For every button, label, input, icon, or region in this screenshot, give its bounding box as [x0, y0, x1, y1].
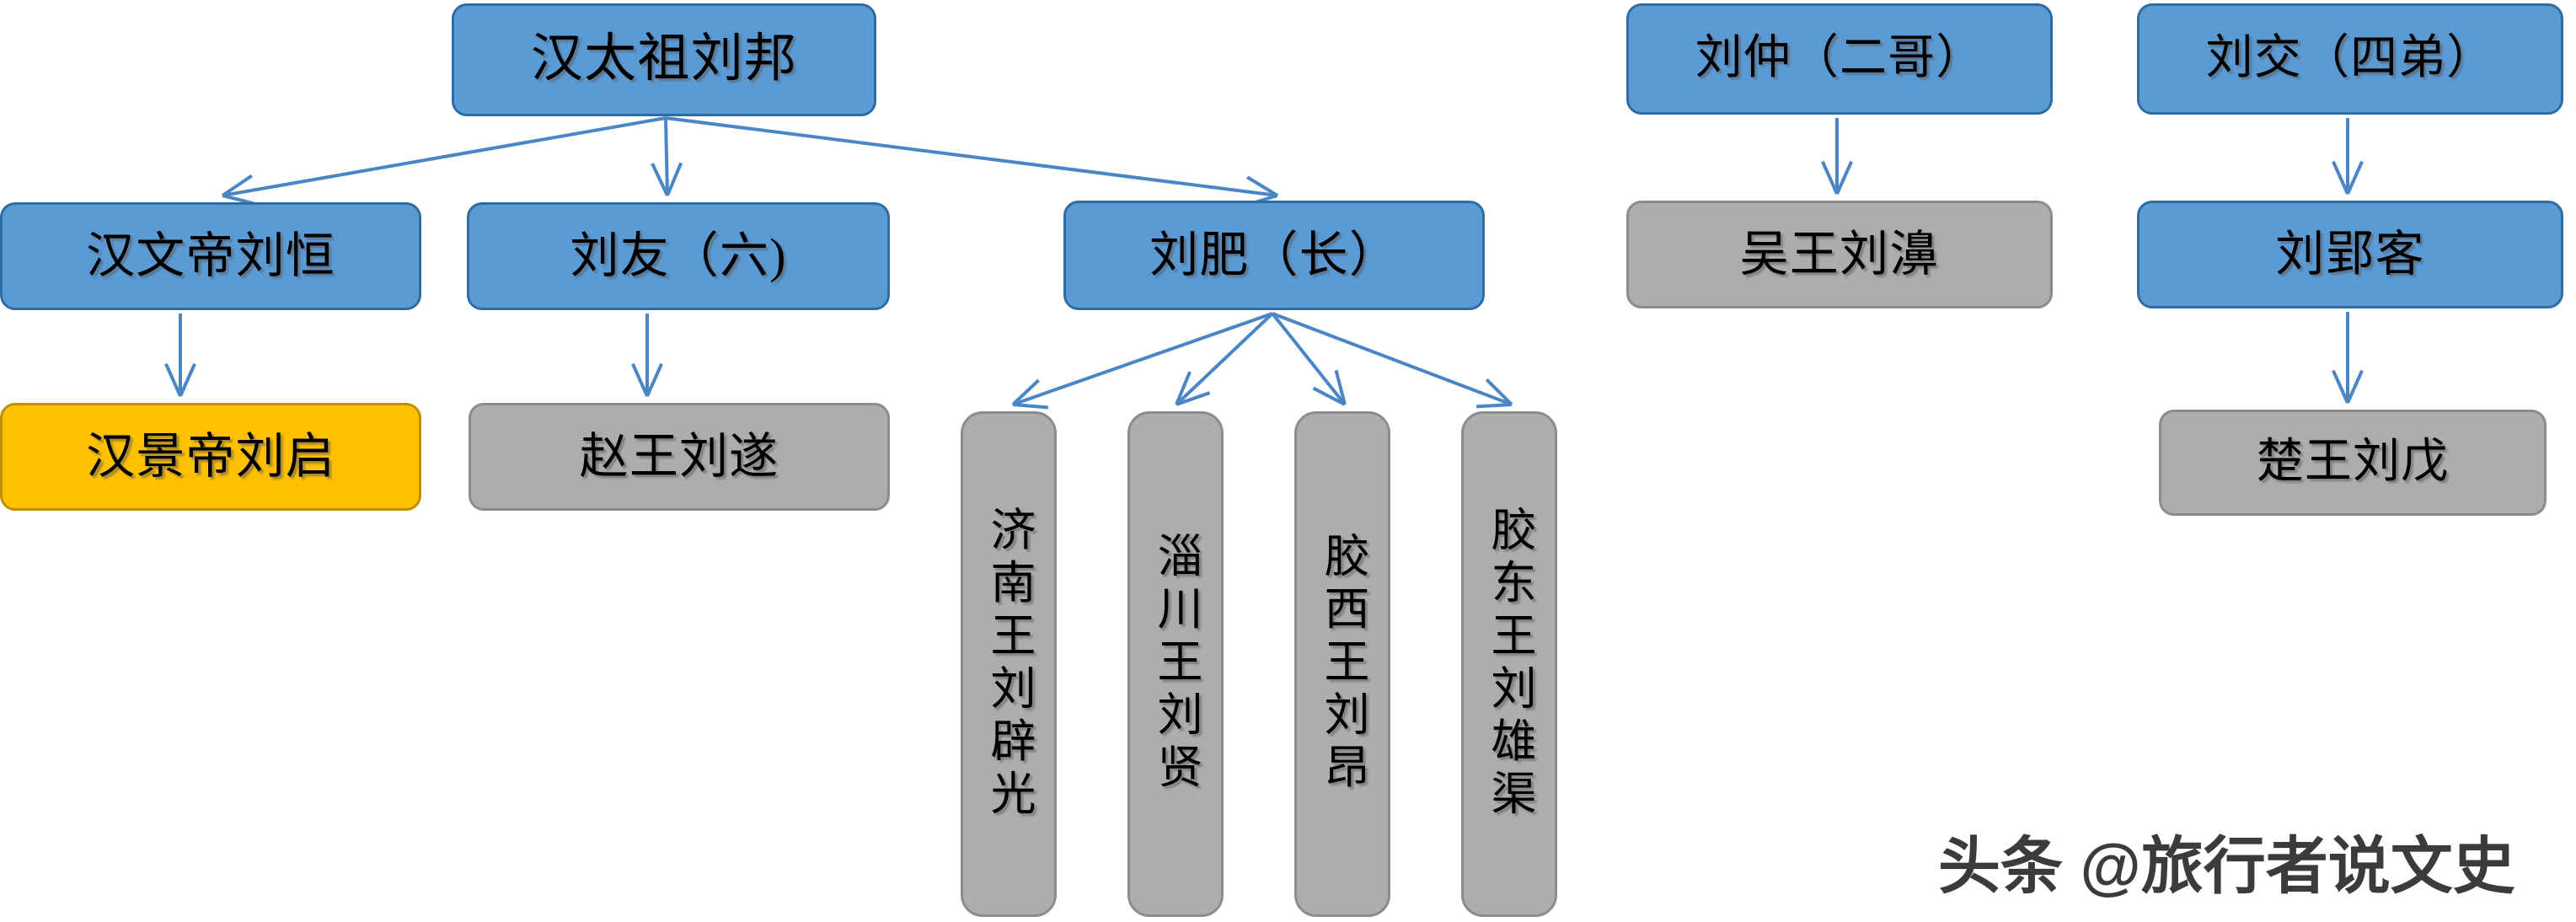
node-liubang[interactable]: 汉太祖刘邦 — [452, 3, 876, 116]
edge-liubang-liuheng — [221, 116, 667, 206]
node-liufei[interactable]: 刘肥（长） — [1063, 201, 1485, 310]
arrowhead-barb-0 — [645, 362, 663, 397]
edge-liufei-jinanwang — [1011, 312, 1273, 410]
node-liusui[interactable]: 赵王刘遂 — [469, 403, 890, 511]
arrowhead-barb-0 — [179, 362, 196, 397]
arrowhead-barb-0 — [1334, 369, 1347, 405]
arrowhead-barb-1 — [221, 174, 253, 197]
node-label-liufei: 刘肥（长） — [1149, 228, 1399, 283]
edge-liuyou-liusui — [631, 314, 663, 397]
node-label-liubang: 汉太祖刘邦 — [530, 30, 798, 88]
node-label-wuwang: 吴王刘濞 — [1739, 227, 1940, 282]
node-label-zichuanwang: 淄川王刘贤 — [1150, 532, 1201, 796]
edge-liujiao-liuyingke — [2332, 118, 2364, 195]
edge-liubang-liufei — [665, 116, 1279, 208]
arrowhead-barb-0 — [1835, 160, 1853, 195]
arrowhead-barb-1 — [2332, 160, 2349, 195]
edge-liufei-jiaoxiwang — [1271, 312, 1347, 406]
arrowhead-barb-1 — [1821, 160, 1839, 195]
node-label-liuyingke: 刘郢客 — [2275, 227, 2425, 282]
node-chuwang[interactable]: 楚王刘戊 — [2159, 410, 2547, 516]
node-label-liuqi: 汉景帝刘启 — [86, 429, 335, 485]
arrowhead-barb-0 — [2346, 160, 2364, 195]
arrowhead-barb-1 — [651, 163, 669, 196]
node-label-liuzhong: 刘仲（二哥） — [1695, 32, 1984, 85]
edge-liuzhong-wuwang — [1821, 118, 1853, 195]
node-label-jiaoxiwang: 胶西王刘昂 — [1317, 532, 1368, 796]
edge-liuheng-liuqi — [164, 314, 196, 397]
node-liuheng[interactable]: 汉文帝刘恒 — [0, 202, 421, 310]
node-label-liusui: 赵王刘遂 — [579, 429, 779, 485]
arrowhead-barb-0 — [1485, 378, 1513, 406]
arrowhead-barb-0 — [1012, 403, 1049, 410]
node-jiaoxiwang[interactable]: 胶西王刘昂 — [1294, 411, 1390, 917]
node-label-chuwang: 楚王刘戊 — [2256, 436, 2450, 489]
edge-liubang-liuyou — [651, 117, 683, 196]
arrowhead-barb-1 — [631, 362, 649, 397]
arrowhead-barb-1 — [1011, 378, 1040, 406]
node-label-jinanwang: 济南王刘辟光 — [983, 506, 1034, 823]
node-liuyou[interactable]: 刘友（六) — [467, 202, 890, 310]
edge-liuyingke-chuwang — [2332, 312, 2364, 404]
node-label-liuyou: 刘友（六) — [570, 228, 787, 284]
arrowhead-barb-1 — [2332, 369, 2349, 404]
watermark-text: 头条 @旅行者说文史 — [1938, 831, 2515, 901]
edge-liufei-jiaodongwang — [1272, 312, 1513, 409]
arrowhead-barb-1 — [1312, 386, 1346, 406]
arrowhead-barb-1 — [164, 362, 182, 397]
arrowhead-barb-1 — [1175, 371, 1192, 405]
node-jiaodongwang[interactable]: 胶东王刘雄渠 — [1461, 411, 1557, 917]
node-jinanwang[interactable]: 济南王刘辟光 — [961, 411, 1057, 917]
edge-liufei-zichuanwang — [1175, 312, 1274, 406]
node-wuwang[interactable]: 吴王刘濞 — [1626, 201, 2053, 308]
arrowhead-barb-0 — [1246, 175, 1279, 197]
arrowhead-barb-0 — [666, 162, 683, 196]
arrowhead-barb-0 — [1176, 391, 1211, 406]
node-liuyingke[interactable]: 刘郢客 — [2137, 201, 2563, 308]
node-liuzhong[interactable]: 刘仲（二哥） — [1626, 3, 2053, 115]
node-liujiao[interactable]: 刘交（四弟） — [2137, 3, 2563, 115]
node-liuqi[interactable]: 汉景帝刘启 — [0, 403, 421, 511]
node-label-jiaodongwang: 胶东王刘雄渠 — [1484, 506, 1534, 823]
arrowhead-barb-0 — [2346, 369, 2364, 404]
node-label-liujiao: 刘交（四弟） — [2205, 32, 2495, 85]
arrowhead-barb-1 — [1475, 403, 1513, 409]
node-zichuanwang[interactable]: 淄川王刘贤 — [1127, 411, 1224, 917]
node-label-liuheng: 汉文帝刘恒 — [86, 228, 335, 284]
